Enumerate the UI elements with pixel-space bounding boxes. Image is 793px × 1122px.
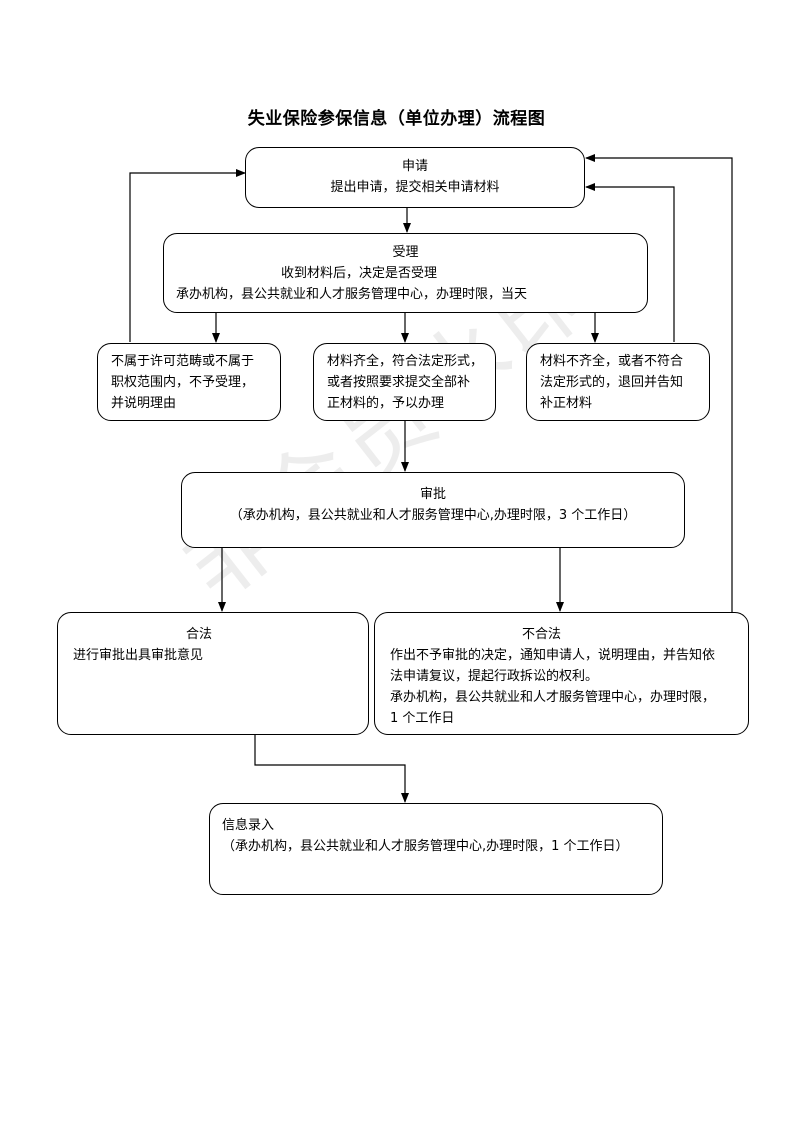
legal-box: 合法 进行审批出具审批意见 <box>57 612 369 735</box>
entry-box: 信息录入 （承办机构，县公共就业和人才服务管理中心,办理时限，1 个工作日） <box>209 803 663 895</box>
page-title: 失业保险参保信息（单位办理）流程图 <box>247 109 546 129</box>
accept-box: 受理 收到材料后，决定是否受理 承办机构，县公共就业和人才服务管理中心，办理时限… <box>163 233 648 313</box>
complete-line-3: 正材料的，予以办理 <box>327 396 445 411</box>
entry-agency: （承办机构，县公共就业和人才服务管理中心,办理时限，1 个工作日） <box>222 839 629 854</box>
illegal-line-4: 1 个工作日 <box>390 711 455 726</box>
incomplete-line-3: 补正材料 <box>540 396 593 411</box>
illegal-line-3: 承办机构，县公共就业和人才服务管理中心，办理时限， <box>390 690 716 705</box>
reject-line-1: 不属于许可范畴或不属于 <box>111 354 255 369</box>
incomplete-line-1: 材料不齐全，或者不符合 <box>540 354 684 369</box>
incomplete-line-2: 法定形式的，退回并告知 <box>540 375 684 390</box>
entry-heading: 信息录入 <box>222 818 275 833</box>
reject-line-2: 职权范围内，不予受理， <box>111 375 255 390</box>
review-box: 审批 （承办机构，县公共就业和人才服务管理中心,办理时限，3 个工作日） <box>181 472 685 548</box>
legal-text: 进行审批出具审批意见 <box>73 648 204 663</box>
incomplete-box: 材料不齐全，或者不符合 法定形式的，退回并告知 补正材料 <box>526 343 710 421</box>
legal-heading: 合法 <box>186 627 213 642</box>
complete-line-2: 或者按照要求提交全部补 <box>327 375 471 390</box>
illegal-line-2: 法申请复议，提起行政拆讼的权利。 <box>390 669 599 684</box>
arrow-reject-to-apply <box>129 169 246 342</box>
apply-heading: 申请 <box>401 159 428 174</box>
illegal-line-1: 作出不予审批的决定，通知申请人，说明理由，并告知依 <box>390 648 716 663</box>
arrow-incomplete-to-apply <box>585 183 675 342</box>
review-agency: （承办机构，县公共就业和人才服务管理中心,办理时限，3 个工作日） <box>229 508 637 523</box>
apply-text: 提出申请，提交相关申请材料 <box>330 180 500 195</box>
arrow-legal-to-entry <box>254 735 409 803</box>
reject-box: 不属于许可范畴或不属于 职权范围内，不予受理， 并说明理由 <box>97 343 281 421</box>
accept-agency: 承办机构，县公共就业和人才服务管理中心，办理时限，当天 <box>176 287 528 302</box>
arrow-illegal-to-apply <box>585 154 733 613</box>
accept-heading: 受理 <box>392 245 419 260</box>
reject-line-3: 并说明理由 <box>111 396 177 411</box>
review-heading: 审批 <box>419 487 446 502</box>
illegal-heading: 不合法 <box>522 627 562 642</box>
illegal-box: 不合法 作出不予审批的决定，通知申请人，说明理由，并告知依 法申请复议，提起行政… <box>374 612 749 735</box>
apply-box: 申请 提出申请，提交相关申请材料 <box>245 147 585 208</box>
complete-line-1: 材料齐全，符合法定形式， <box>327 354 484 369</box>
accept-text: 收到材料后，决定是否受理 <box>281 266 438 281</box>
complete-box: 材料齐全，符合法定形式， 或者按照要求提交全部补 正材料的，予以办理 <box>313 343 496 421</box>
